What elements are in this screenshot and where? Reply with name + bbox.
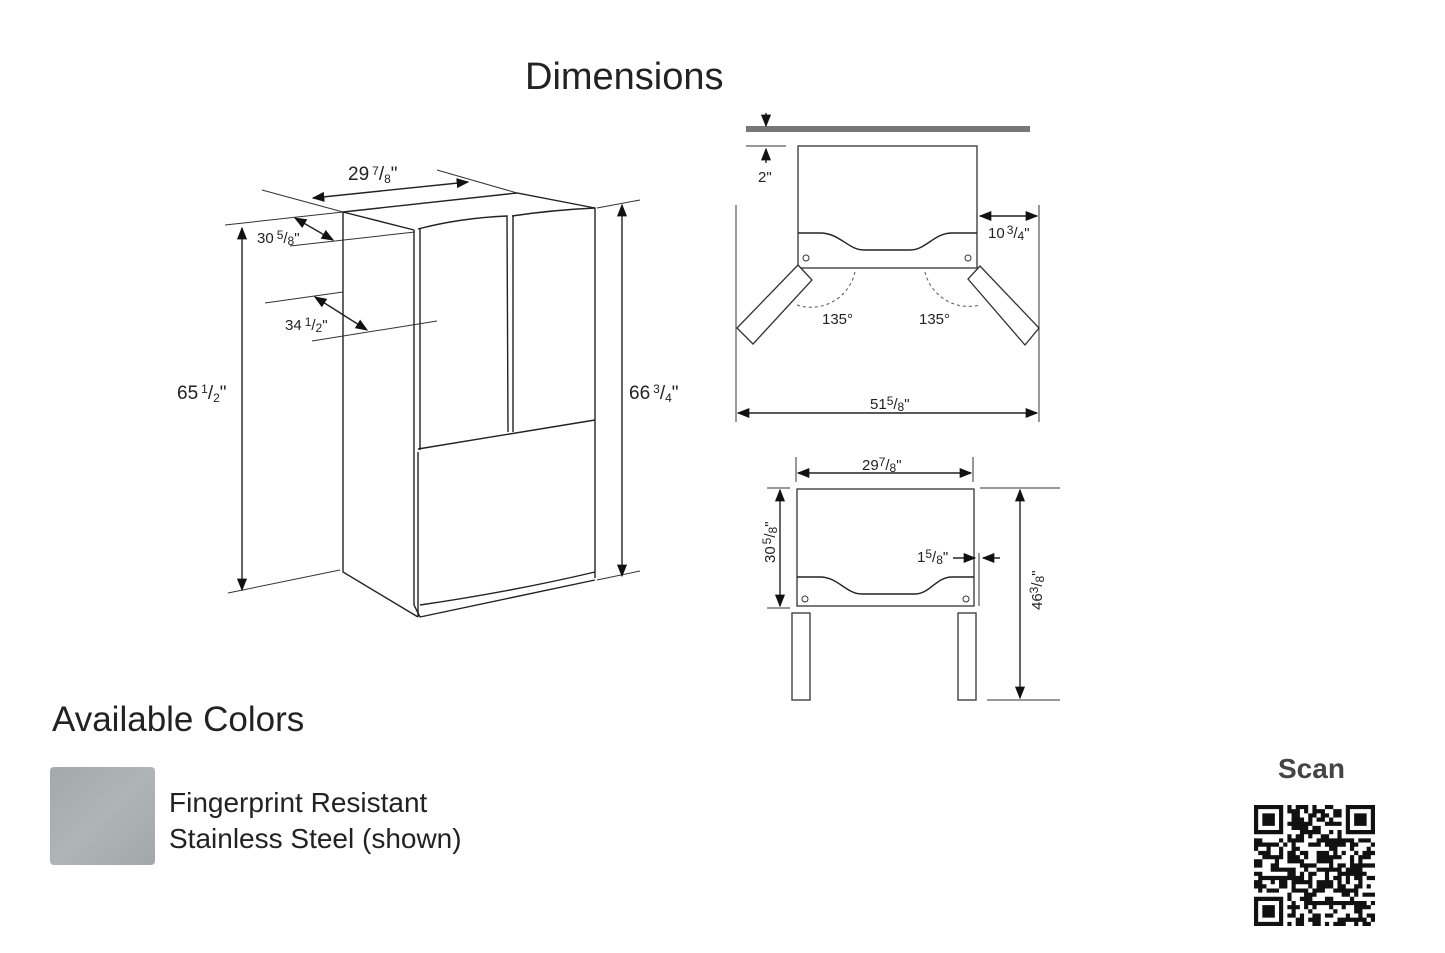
right-door (511, 207, 596, 578)
side-open-depth-label: 463/8" (1027, 570, 1047, 610)
door-right-edge (957, 612, 977, 701)
scan-label: Scan (1278, 753, 1345, 784)
wall-clearance-label: 2" (758, 169, 772, 186)
right-door-open (967, 265, 1040, 347)
colors-heading: Available Colors (52, 700, 304, 739)
door-left-edge (791, 612, 811, 701)
left-angle-label: 135° (822, 311, 853, 328)
qr-code-modules (1254, 805, 1375, 926)
side-view-drawing: 297/8" 305/8" 463/8" 15/8" (760, 455, 1060, 701)
qr-code-icon[interactable] (1254, 805, 1375, 926)
color-name-line1: Fingerprint Resistant (169, 787, 428, 818)
freezer-drawer-top (417, 419, 596, 450)
side-depth-label: 305/8" (760, 521, 780, 563)
fridge-side (342, 212, 419, 618)
side-width-label: 297/8" (862, 455, 902, 475)
left-door (417, 215, 509, 433)
right-angle-label: 135° (919, 311, 950, 328)
color-name-line2: Stainless Steel (shown) (169, 823, 462, 854)
total-width-label: 515/8" (870, 394, 910, 414)
color-swatch-stainless[interactable] (50, 767, 155, 865)
door-thickness-label: 15/8" (917, 547, 948, 567)
fridge-top (342, 192, 596, 213)
page-title: Dimensions (525, 56, 724, 98)
left-door-open (736, 264, 813, 345)
